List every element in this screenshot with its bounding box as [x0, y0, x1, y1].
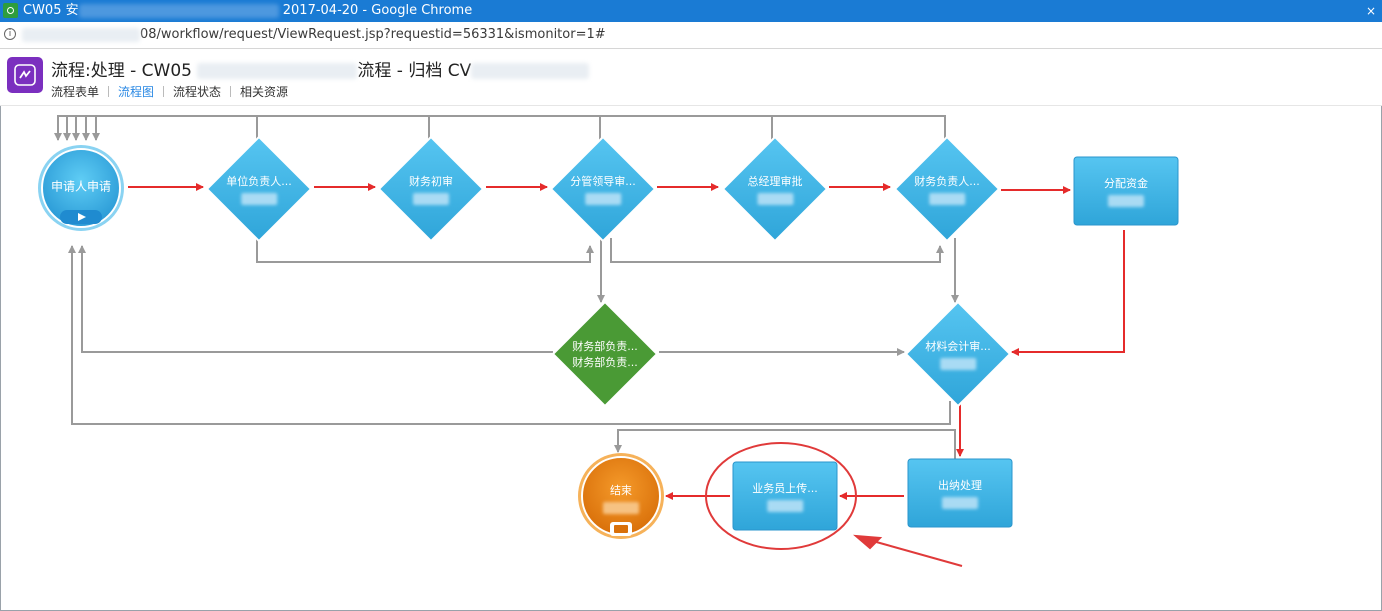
- page-header: 流程:处理 - CW05 流程 - 归档 CV 流程表单 流程图 流程状态 相关资源: [0, 49, 1382, 106]
- n3-label-text: 分管领导审...: [570, 175, 636, 188]
- redacted-operator: [413, 193, 449, 205]
- node-n4-label: 总经理审批: [748, 173, 803, 205]
- address-bar[interactable]: i 08/workflow/request/ViewRequest.jsp?re…: [0, 22, 1382, 49]
- g1-label-line2: 财务部负责...: [572, 356, 638, 369]
- window-title: CW05 安 2017-04-20 - Google Chrome: [23, 0, 472, 22]
- annotation-arrow-icon: [853, 534, 883, 550]
- redacted-host: [22, 27, 140, 42]
- redacted-operator: [585, 193, 621, 205]
- tab-flowchart[interactable]: 流程图: [118, 85, 155, 99]
- play-icon: [78, 213, 86, 221]
- redacted-title: [78, 3, 279, 18]
- end-node[interactable]: [578, 453, 664, 539]
- node-n1-shape[interactable]: [206, 136, 312, 242]
- n6-label-text: 分配资金: [1104, 177, 1148, 190]
- start-label-text: 申请人申请: [50, 179, 112, 194]
- node-n5-shape[interactable]: [894, 136, 1000, 242]
- page-title: 流程:处理 - CW05 流程 - 归档 CV: [51, 56, 590, 81]
- node-g1-shape[interactable]: [552, 301, 658, 407]
- redacted-operator: [757, 193, 793, 205]
- node-n1-label: 单位负责人...: [226, 173, 292, 205]
- main-flow-arrows: [128, 183, 1125, 500]
- tab-separator: [108, 86, 110, 97]
- return-lines-top: [54, 115, 946, 144]
- tab-form[interactable]: 流程表单: [51, 85, 100, 99]
- redacted-operator: [767, 500, 803, 512]
- node-c1-shape[interactable]: [907, 458, 1013, 528]
- url-text: 08/workflow/request/ViewRequest.jsp?requ…: [140, 27, 606, 42]
- redacted-operator: [603, 502, 639, 514]
- n2-label-text: 财务初审: [409, 175, 453, 188]
- tab-status[interactable]: 流程状态: [173, 85, 222, 99]
- node-n3-shape[interactable]: [550, 136, 656, 242]
- node-n2-label: 财务初审: [409, 173, 453, 205]
- end-label-text: 结束: [610, 484, 632, 497]
- n5-label-text: 财务负责人...: [914, 175, 980, 188]
- flowchart-svg: [38, 115, 1179, 567]
- redacted-operator: [942, 497, 978, 509]
- redacted-operator: [940, 358, 976, 370]
- page-title-mid: 流程 - 归档 CV: [357, 61, 472, 81]
- node-n6-shape[interactable]: [1073, 156, 1179, 226]
- node-g1-label: 财务部负责... 财务部负责...: [572, 338, 638, 370]
- app-gear-icon: [3, 3, 18, 18]
- node-u1-shape[interactable]: [732, 461, 838, 531]
- start-node[interactable]: [38, 145, 124, 239]
- redacted-process-name: [197, 63, 358, 79]
- window-title-prefix: CW05 安: [23, 3, 79, 18]
- node-n5-label: 财务负责人...: [914, 173, 980, 205]
- node-end-label: 结束: [603, 482, 639, 514]
- node-n2-shape[interactable]: [378, 136, 484, 242]
- redacted-operator: [929, 193, 965, 205]
- window-titlebar: CW05 安 2017-04-20 - Google Chrome ×: [0, 0, 1382, 22]
- node-start-label: 申请人申请: [51, 178, 111, 195]
- close-window-icon[interactable]: ×: [1365, 4, 1376, 18]
- node-m1-label: 材料会计审...: [925, 338, 991, 370]
- highlight-annotation: [705, 442, 963, 567]
- workflow-app-logo-icon: [7, 57, 43, 93]
- stop-icon: [614, 525, 628, 533]
- node-c1-label: 出纳处理: [938, 477, 982, 509]
- skip-lines: [68, 238, 959, 460]
- redacted-operator: [241, 193, 277, 205]
- node-n3-label: 分管领导审...: [570, 173, 636, 205]
- flowchart-canvas: 申请人申请 单位负责人... 财务初审 分管领导审... 总经理审批 财务负责人…: [0, 106, 1382, 611]
- url-field[interactable]: 08/workflow/request/ViewRequest.jsp?requ…: [22, 22, 606, 48]
- c1-label-text: 出纳处理: [938, 479, 982, 492]
- tab-separator: [230, 86, 232, 97]
- tab-resources[interactable]: 相关资源: [240, 85, 289, 99]
- g1-label-line1: 财务部负责...: [572, 340, 638, 353]
- tab-separator: [163, 86, 165, 97]
- redacted-archive-no: [471, 63, 590, 79]
- u1-label-text: 业务员上传...: [752, 482, 818, 495]
- info-icon[interactable]: i: [4, 28, 16, 40]
- node-u1-label: 业务员上传...: [752, 480, 818, 512]
- n4-label-text: 总经理审批: [747, 175, 803, 188]
- page-title-start: 流程:处理 - CW05: [51, 61, 198, 81]
- m1-label-text: 材料会计审...: [925, 340, 991, 353]
- window-title-suffix: 2017-04-20 - Google Chrome: [282, 3, 473, 18]
- page-tabs: 流程表单 流程图 流程状态 相关资源: [51, 83, 288, 100]
- node-n4-shape[interactable]: [722, 136, 828, 242]
- node-n6-label: 分配资金: [1104, 175, 1148, 207]
- n1-label-text: 单位负责人...: [226, 175, 292, 188]
- redacted-operator: [1108, 195, 1144, 207]
- node-m1-shape[interactable]: [905, 301, 1011, 407]
